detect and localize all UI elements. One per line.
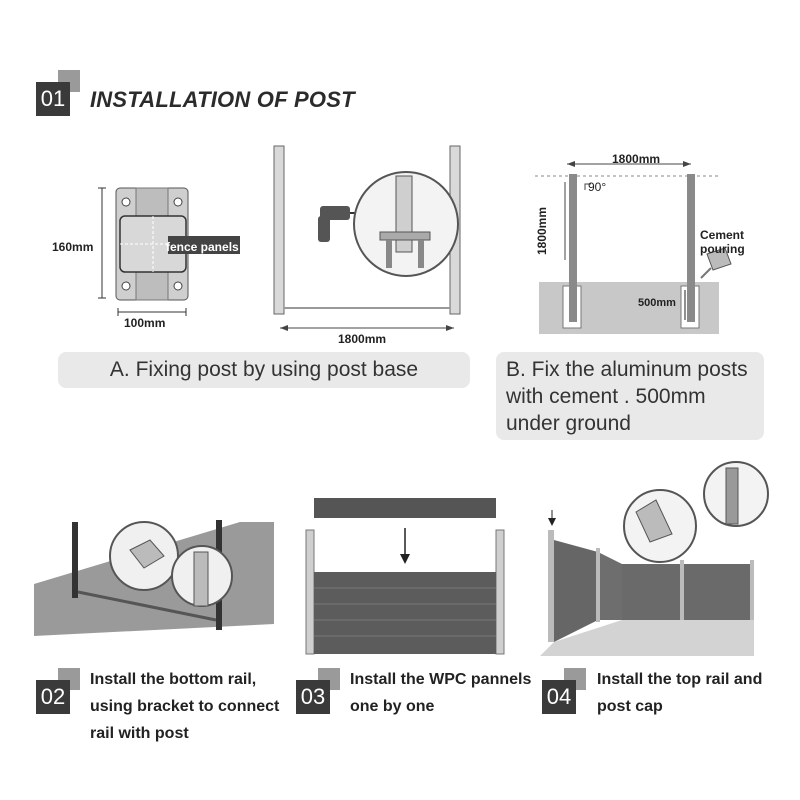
cement-bucket-icon bbox=[700, 247, 732, 279]
fence-panels-label: fence panels bbox=[166, 240, 239, 254]
step-02-line2: using bracket to connect bbox=[90, 698, 280, 715]
bottom-rail-diagram bbox=[34, 520, 274, 636]
dim-span-label-a: 1800mm bbox=[338, 332, 387, 346]
step-03-line2: one by one bbox=[350, 698, 435, 715]
angle-label: 90° bbox=[588, 180, 607, 194]
wpc-panels-diagram bbox=[305, 498, 505, 655]
step-04-line1: Install the top rail and bbox=[597, 671, 763, 688]
step-02-line1: Install the bottom rail, bbox=[90, 671, 257, 688]
step-03-number: 03 bbox=[296, 680, 330, 714]
step-03-line1: Install the WPC pannels bbox=[350, 671, 532, 688]
dim-depth-label: 500mm bbox=[638, 297, 676, 309]
step-02-line3: rail with post bbox=[90, 725, 189, 742]
caption-b-line1: B. Fix the aluminum posts bbox=[506, 358, 748, 381]
step-02-number: 02 bbox=[36, 680, 70, 714]
caption-b-line2: with cement . 500mm bbox=[506, 385, 706, 408]
post-base-diagram bbox=[98, 187, 240, 316]
step-04-text: Install the top rail and post cap bbox=[597, 666, 762, 720]
step-04-line2: post cap bbox=[597, 698, 663, 715]
caption-a: A. Fixing post by using post base bbox=[58, 352, 470, 388]
header-number: 01 bbox=[36, 82, 70, 116]
step-03-text: Install the WPC pannels one by one bbox=[350, 666, 531, 720]
dim-top-label-b: 1800mm bbox=[612, 152, 661, 166]
caption-b: B. Fix the aluminum posts with cement . … bbox=[496, 352, 764, 440]
step-02-text: Install the bottom rail, using bracket t… bbox=[90, 666, 279, 747]
cement-label-1: Cement bbox=[700, 228, 745, 242]
dim-height-label: 160mm bbox=[52, 240, 94, 254]
post-installation-diagram bbox=[273, 145, 461, 331]
step-04-number: 04 bbox=[542, 680, 576, 714]
caption-a-text: A. Fixing post by using post base bbox=[109, 358, 419, 381]
top-rail-diagram bbox=[540, 461, 769, 656]
dim-side-label-b: 1800mm bbox=[535, 206, 549, 256]
dim-width-label: 100mm bbox=[124, 316, 166, 330]
bracket-icon bbox=[129, 539, 165, 569]
page-title: INSTALLATION OF POST bbox=[90, 87, 355, 112]
cement-post-diagram bbox=[535, 161, 732, 334]
caption-b-line3: under ground bbox=[506, 412, 631, 435]
cement-label-2: pouring bbox=[700, 242, 745, 256]
